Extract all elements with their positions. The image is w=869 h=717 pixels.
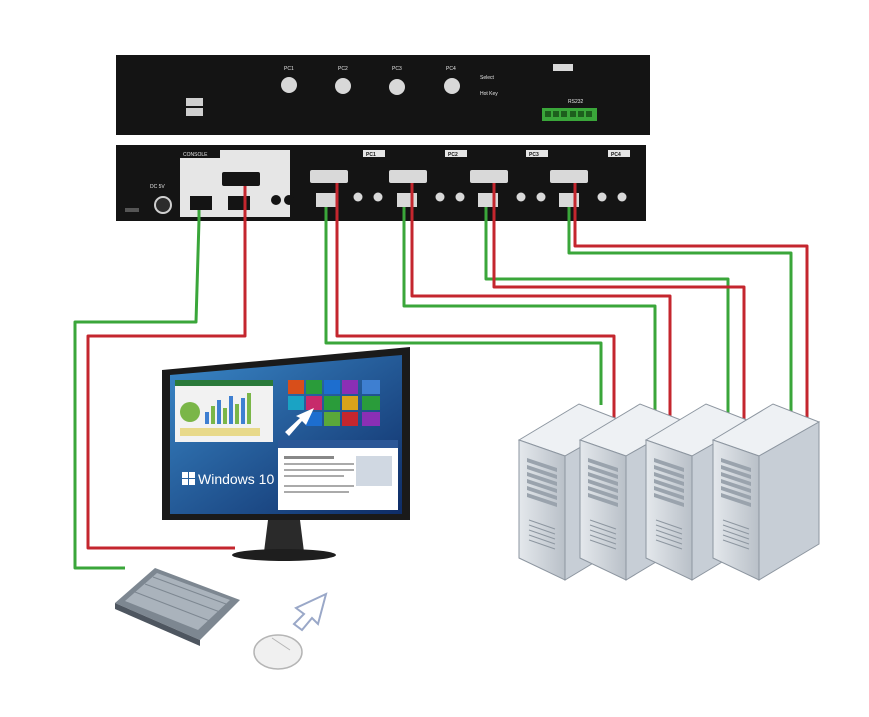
console-video-cable	[86, 186, 247, 550]
document-window	[278, 440, 398, 510]
spreadsheet-window	[175, 380, 273, 442]
console-hdmi-port	[222, 172, 260, 186]
port-button-3[interactable]: PC3	[389, 66, 405, 95]
movement-arrow-icon	[292, 592, 328, 632]
console-usb-port-2	[228, 196, 250, 210]
pc3-video-cable	[492, 183, 746, 438]
start-tiles	[288, 380, 380, 426]
select-label: Select	[480, 75, 495, 81]
monitor-stand-neck	[264, 520, 304, 552]
console-label: CONSOLE	[183, 152, 208, 158]
rs232-terminal: RS232	[542, 99, 597, 121]
port-label: PC2	[338, 66, 348, 72]
monitor: Windows 10	[162, 347, 410, 561]
cursor-icon	[285, 408, 314, 436]
monitor-stand-base	[232, 549, 336, 561]
power-jack	[154, 196, 172, 214]
servers	[517, 403, 821, 581]
port-button-2[interactable]: PC2	[335, 66, 351, 94]
port-label: PC1	[284, 66, 294, 72]
server-4	[711, 403, 821, 581]
port-button-4[interactable]: PC4	[444, 66, 460, 94]
pc1-video-cable	[335, 183, 616, 418]
pc1-usb-cable	[324, 207, 603, 405]
pc-port-label: PC1	[366, 152, 376, 158]
os-text: Windows 10	[198, 471, 274, 487]
keyboard	[115, 568, 240, 646]
brand-logo	[553, 64, 573, 71]
hotkey-label: Hot Key	[480, 91, 498, 97]
pc2-usb-cable	[402, 207, 657, 418]
pc-port-group-3: PC3	[470, 150, 548, 207]
port-label: PC4	[446, 66, 456, 72]
power-switch	[125, 208, 139, 212]
cables	[73, 183, 809, 570]
pc2-video-cable	[410, 183, 672, 428]
rs232-label: RS232	[568, 99, 584, 105]
windows-logo: Windows 10	[182, 471, 274, 487]
pc-port-label: PC2	[448, 152, 458, 158]
console-usb-cable	[73, 210, 201, 570]
pc4-video-cable	[573, 183, 809, 435]
kvm-rear-panel: DC 5V CONSOLE PC1 PC2 PC3	[116, 145, 646, 221]
port-button-1[interactable]: PC1	[281, 66, 297, 93]
pc-port-label: PC4	[611, 152, 621, 158]
kvm-front-panel: PC1 PC2 PC3 PC4 Select Hot Key RS232	[116, 55, 650, 135]
console-audio-jack	[271, 195, 281, 205]
console-mic-jack	[284, 195, 294, 205]
power-label: DC 5V	[150, 184, 165, 190]
mouse	[253, 634, 303, 670]
console-usb-port-1	[190, 196, 212, 210]
port-label: PC3	[392, 66, 402, 72]
pc-port-group-4: PC4	[550, 150, 630, 207]
pc-port-label: PC3	[529, 152, 539, 158]
front-usb-port	[186, 98, 203, 116]
pc4-usb-cable	[567, 207, 793, 426]
pc-port-group-1: PC1	[310, 150, 385, 207]
pc3-usb-cable	[484, 207, 730, 418]
